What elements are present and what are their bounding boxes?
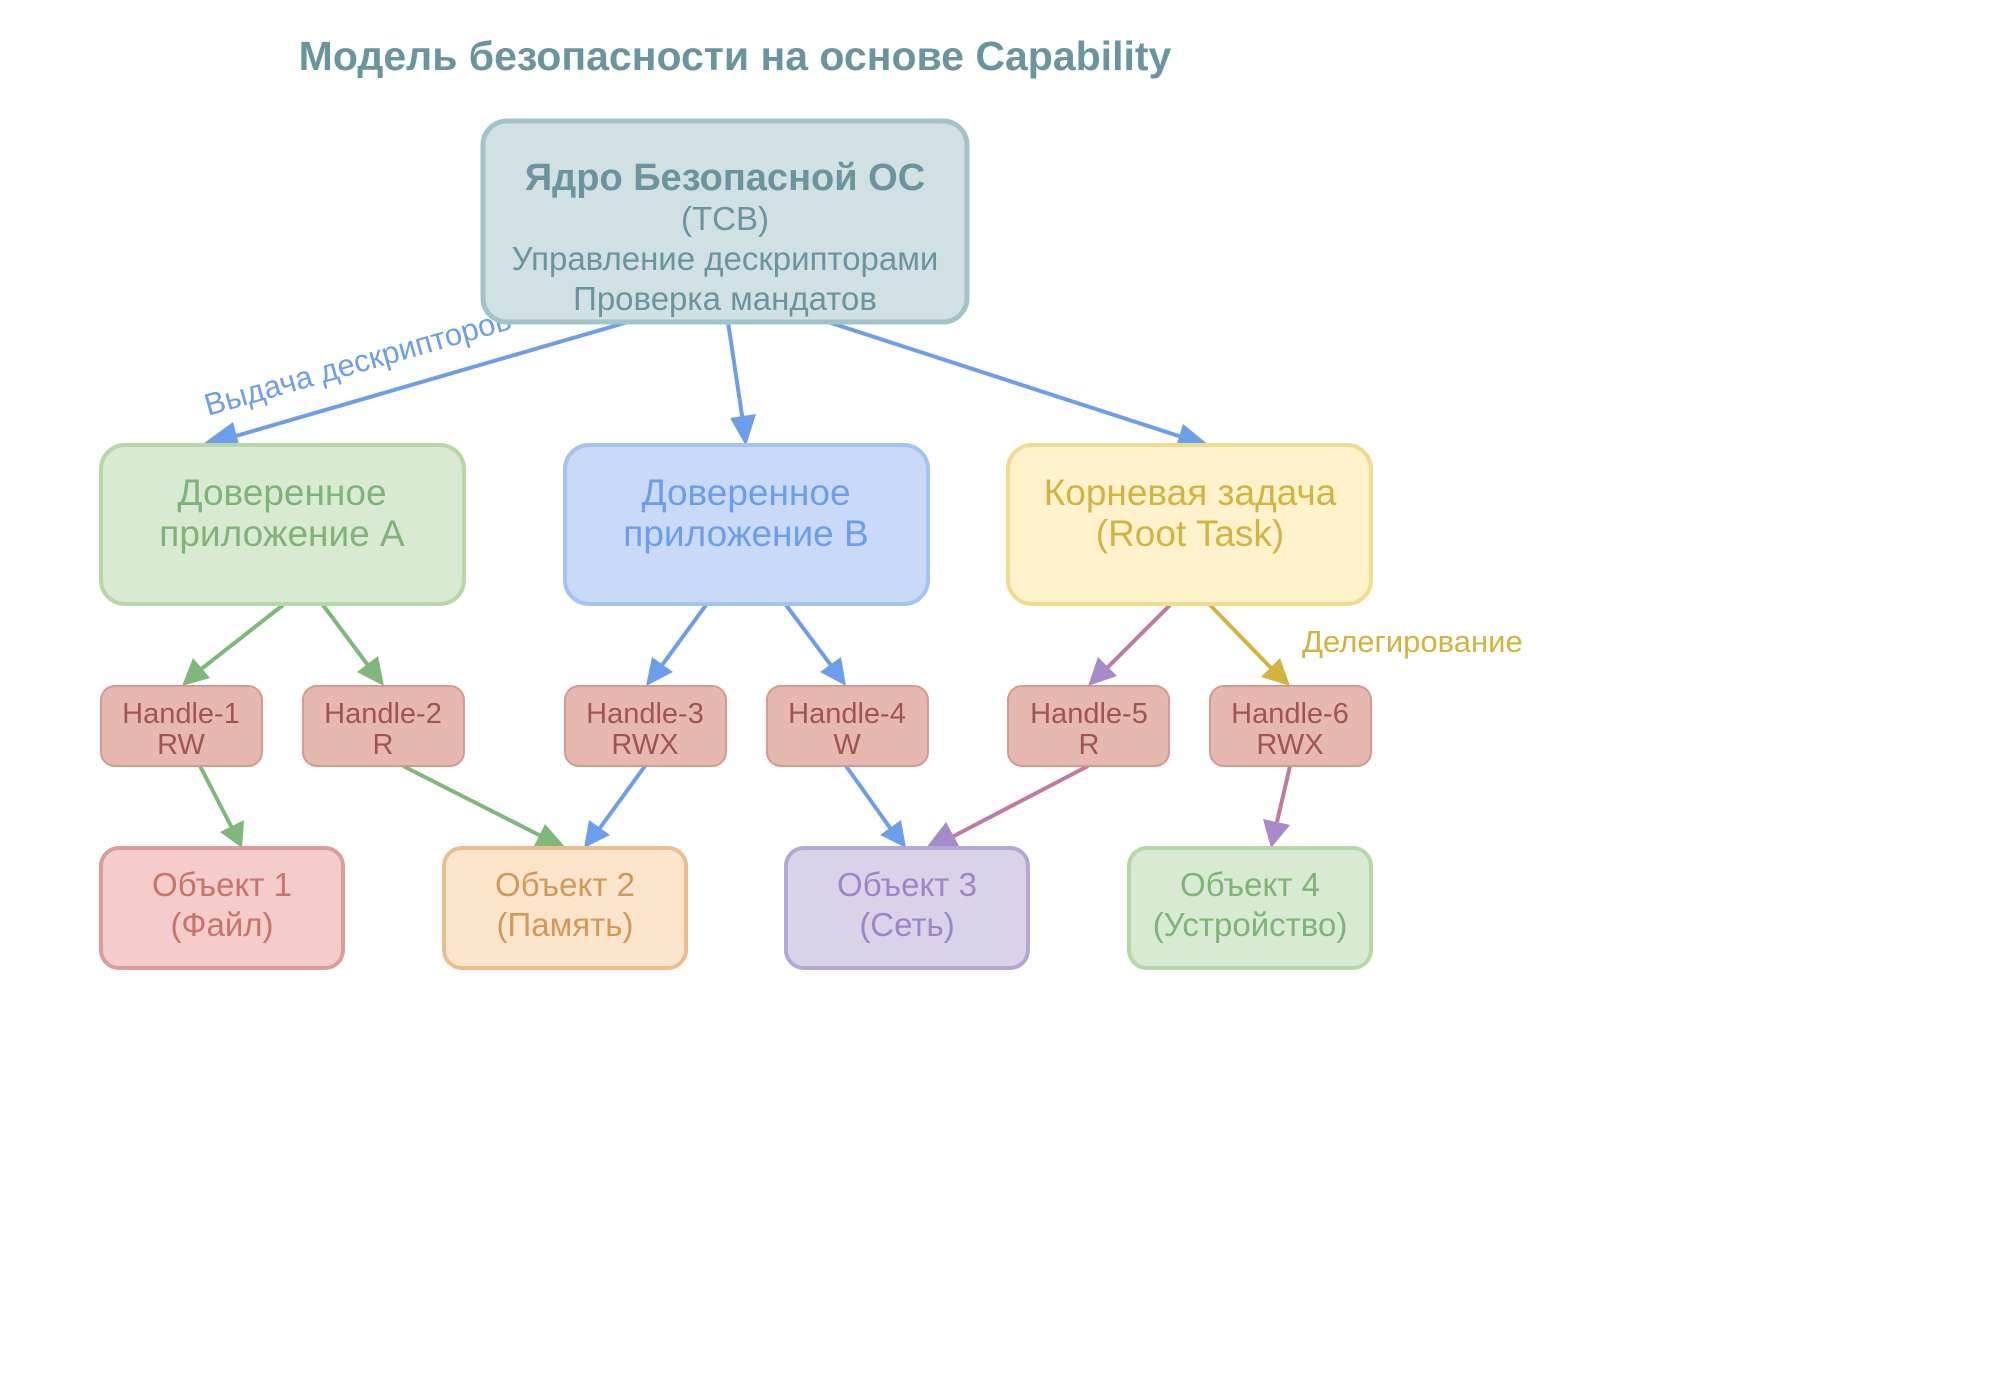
edge-root-h5	[1103, 603, 1172, 672]
object-label: (Сеть)	[859, 906, 954, 943]
edge-label-delegation: Делегирование	[1302, 624, 1523, 659]
edge-app-a-h1	[198, 603, 285, 672]
object-label: (Устройство)	[1153, 906, 1348, 943]
object-2-memory: Объект 2 (Память)	[442, 846, 688, 970]
app-a-node: Доверенное приложение A	[99, 443, 466, 606]
object-label: (Память)	[497, 906, 634, 943]
diagram-title: Модель безопасности на основе Capability	[299, 33, 1172, 79]
arrowhead	[182, 658, 210, 686]
edge-h1-o1	[198, 765, 235, 831]
handle-2: Handle-2 R	[302, 685, 465, 767]
handle-rights: W	[833, 729, 861, 761]
handle-1: Handle-1 RW	[100, 685, 263, 767]
edge-kernel-app-a	[221, 320, 629, 442]
edge-app-b-h4	[784, 603, 835, 670]
arrowhead	[820, 657, 846, 686]
kernel-line: Проверка мандатов	[573, 280, 877, 317]
handle-name: Handle-5	[1030, 698, 1148, 730]
object-label: (Файл)	[170, 906, 273, 943]
arrowhead	[584, 820, 610, 848]
arrowhead	[730, 414, 756, 446]
app-b-label: Доверенное	[641, 472, 850, 513]
arrowhead	[357, 656, 384, 686]
edge-h3-o2	[595, 764, 647, 834]
object-label: Объект 1	[152, 866, 292, 903]
handle-4: Handle-4 W	[766, 685, 929, 767]
app-b-label: приложение B	[623, 513, 868, 554]
arrowhead	[646, 657, 673, 686]
edge-h4-o3	[844, 764, 895, 834]
handle-5: Handle-5 R	[1007, 685, 1170, 767]
arrowhead	[533, 824, 566, 848]
app-b-node: Доверенное приложение B	[563, 443, 930, 606]
edge-root-h6	[1208, 603, 1275, 672]
edges	[182, 320, 1292, 848]
object-4-device: Объект 4 (Устройство)	[1127, 846, 1373, 970]
handle-rights: R	[373, 729, 394, 761]
kernel-line: (TCB)	[681, 200, 769, 237]
handle-3: Handle-3 RWX	[564, 685, 727, 767]
object-3-network: Объект 3 (Сеть)	[784, 846, 1030, 970]
arrowhead	[1261, 658, 1290, 686]
handle-name: Handle-3	[586, 698, 704, 730]
arrowhead	[1263, 819, 1290, 848]
handle-name: Handle-4	[788, 698, 906, 730]
kernel-line: Управление дескрипторами	[512, 240, 939, 277]
handle-name: Handle-2	[324, 698, 442, 730]
handle-6: Handle-6 RWX	[1209, 685, 1372, 767]
arrowhead	[200, 422, 240, 448]
edge-app-b-h3	[658, 603, 708, 670]
handle-name: Handle-6	[1231, 698, 1349, 730]
app-a-label: приложение A	[159, 513, 405, 554]
handle-rights: RW	[157, 729, 205, 761]
object-label: Объект 3	[837, 866, 977, 903]
handle-name: Handle-1	[122, 698, 240, 730]
kernel-node: Ядро Безопасной ОС (TCB) Управление деск…	[480, 118, 970, 325]
arrowhead	[926, 822, 959, 848]
edge-kernel-root	[827, 320, 1186, 440]
handle-rights: RWX	[611, 729, 678, 761]
edge-h2-o2	[402, 764, 546, 840]
edge-app-a-h2	[321, 603, 372, 670]
object-1-file: Объект 1 (Файл)	[99, 846, 345, 970]
handle-rights: R	[1079, 729, 1100, 761]
object-label: Объект 4	[1180, 866, 1320, 903]
edge-h5-o3	[951, 764, 1089, 839]
app-a-label: Доверенное	[177, 472, 386, 513]
edge-kernel-app-b	[726, 321, 745, 423]
object-label: Объект 2	[495, 866, 635, 903]
edge-label-issue: Выдача дескрипторов	[200, 302, 515, 423]
handle-rights: RWX	[1256, 729, 1323, 761]
arrowhead	[220, 820, 244, 848]
arrowhead	[1088, 657, 1117, 686]
arrowhead	[880, 820, 906, 848]
root-task-label: (Root Task)	[1096, 513, 1285, 554]
root-task-label: Корневая задача	[1044, 472, 1337, 513]
root-task-node: Корневая задача (Root Task)	[1006, 443, 1373, 606]
kernel-title: Ядро Безопасной ОС	[525, 157, 925, 199]
edge-h6-o4	[1275, 765, 1292, 823]
